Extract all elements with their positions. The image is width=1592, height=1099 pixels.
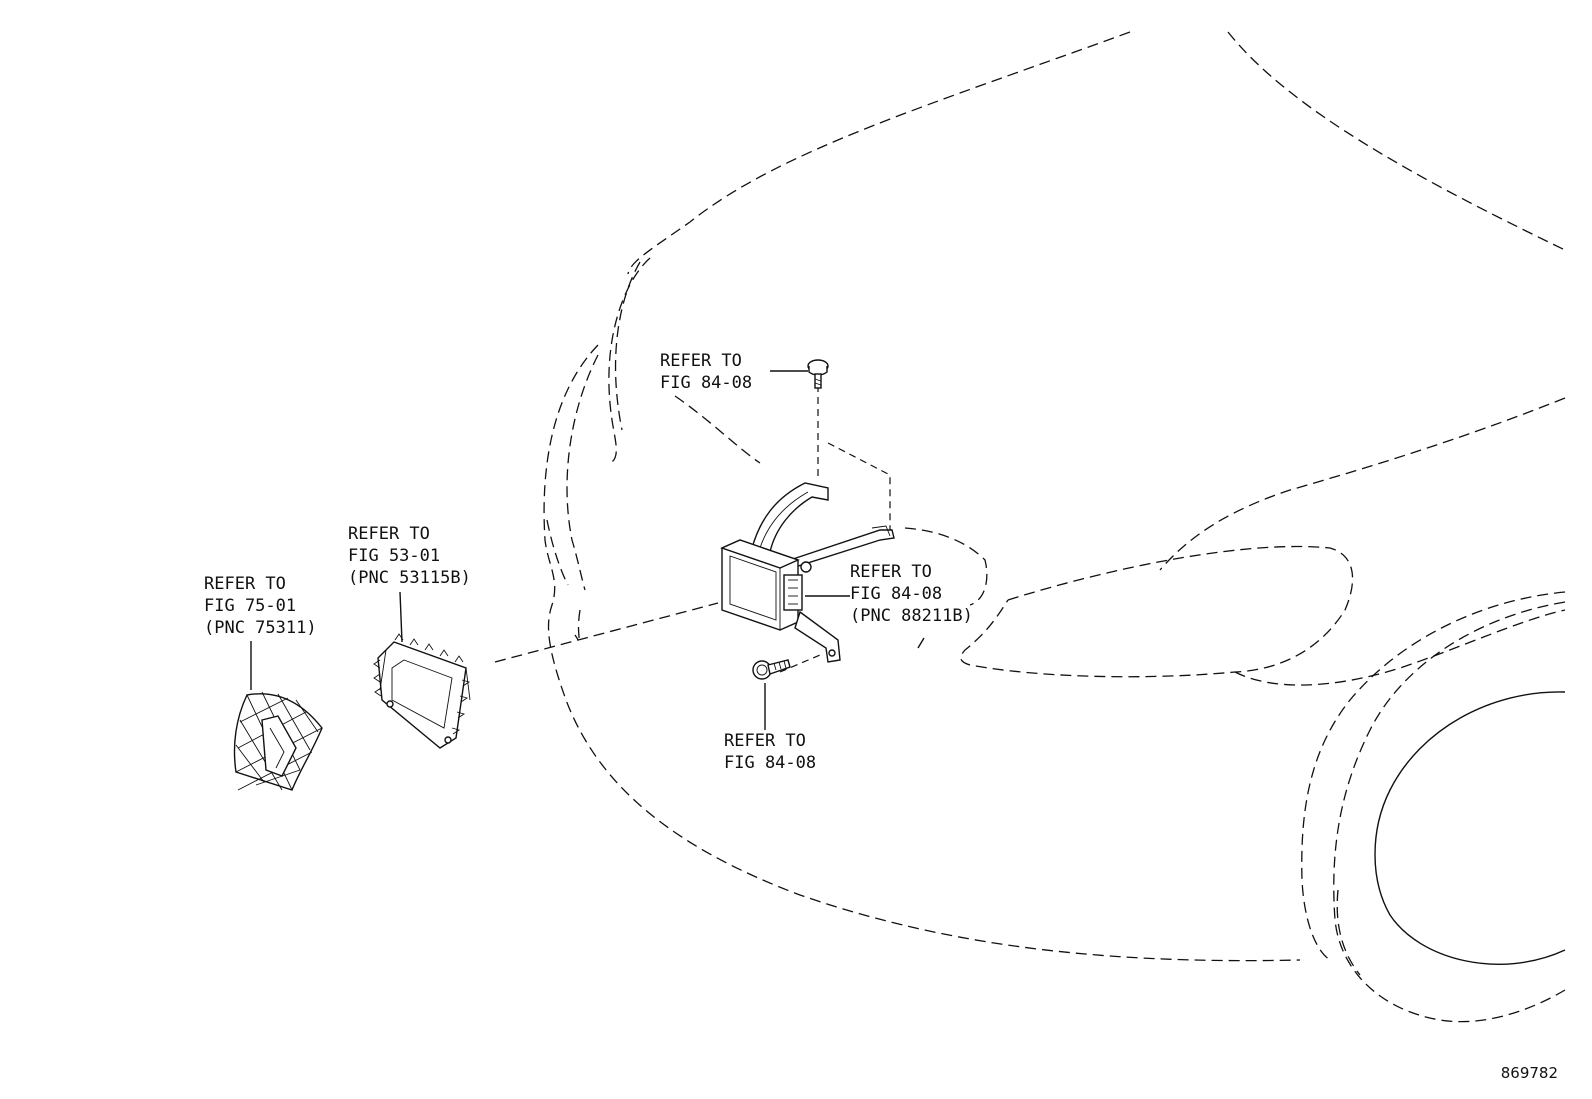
figure-number: 869782 <box>1501 1064 1558 1082</box>
label-emblem-line-3: (PNC 75311) <box>204 618 317 638</box>
label-radar-sensor-line-3: (PNC 88211B) <box>850 606 973 626</box>
label-radar-sensor-line-2: FIG 84-08 <box>850 584 942 604</box>
label-grille-cover-line-1: REFER TO <box>348 524 430 544</box>
radar-sensor-icon <box>720 482 895 663</box>
label-radar-sensor-line-1: REFER TO <box>850 562 932 582</box>
grille-cover-icon <box>373 633 471 749</box>
label-emblem: REFER TO FIG 75-01 (PNC 75311) <box>204 574 317 638</box>
car-body-outline <box>543 31 1566 1023</box>
label-top-bolt-line-2: FIG 84-08 <box>660 373 752 393</box>
label-bottom-bolt-line-2: FIG 84-08 <box>724 753 816 773</box>
label-grille-cover: REFER TO FIG 53-01 (PNC 53115B) <box>348 524 471 588</box>
label-emblem-line-1: REFER TO <box>204 574 286 594</box>
label-top-bolt: REFER TO FIG 84-08 <box>660 351 752 393</box>
top-bolt-icon <box>807 359 829 389</box>
label-top-bolt-line-1: REFER TO <box>660 351 742 371</box>
label-radar-sensor: REFER TO FIG 84-08 (PNC 88211B) <box>850 562 973 626</box>
label-grille-cover-line-2: FIG 53-01 <box>348 546 440 566</box>
label-bottom-bolt: REFER TO FIG 84-08 <box>724 731 816 773</box>
bottom-bolt-icon <box>752 659 791 680</box>
leader-lines <box>250 370 925 730</box>
label-grille-cover-line-3: (PNC 53115B) <box>348 568 471 588</box>
label-bottom-bolt-line-1: REFER TO <box>724 731 806 751</box>
emblem-icon <box>233 691 323 791</box>
label-emblem-line-2: FIG 75-01 <box>204 596 296 616</box>
